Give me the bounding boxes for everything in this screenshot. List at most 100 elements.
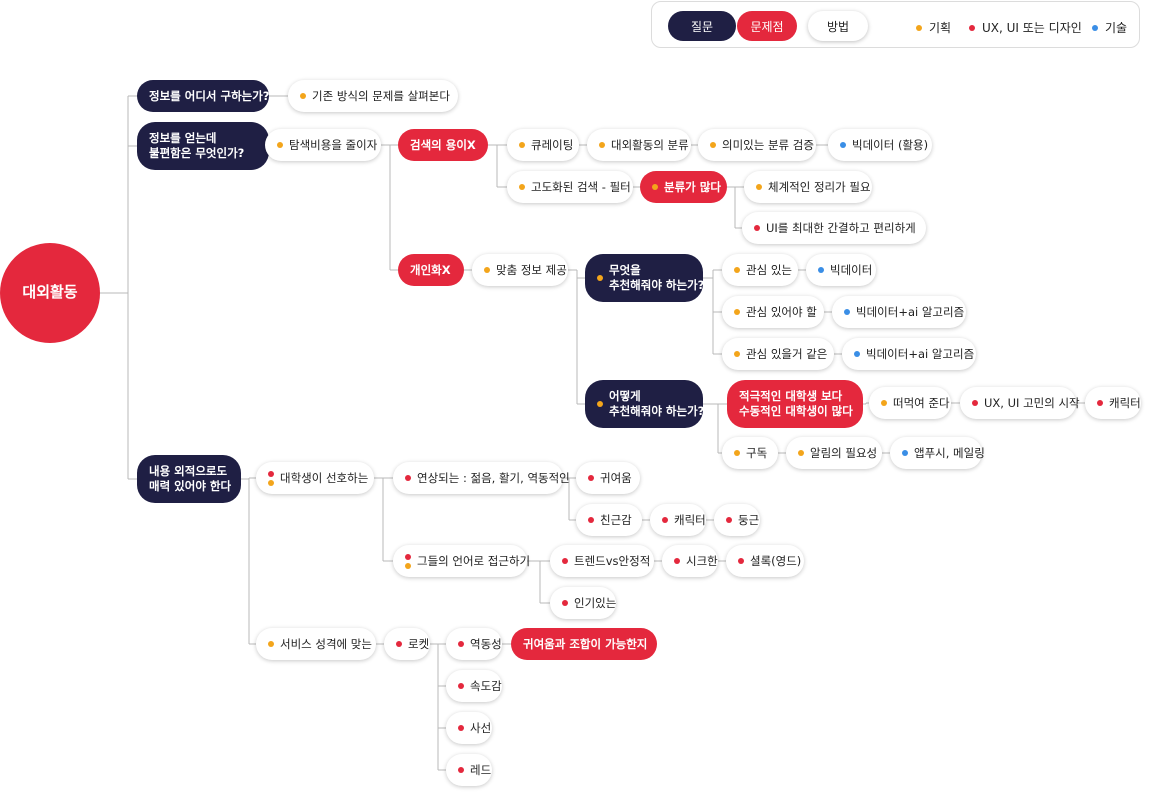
method-node-m28[interactable]: 둥근 <box>714 504 760 536</box>
category-dot <box>562 558 568 564</box>
legend-design: UX, UI 또는 디자인 <box>969 19 1082 36</box>
question-node-q4[interactable]: 어떻게 추천해줘야 하는가? <box>585 380 705 428</box>
node-label: 시크한 <box>686 553 718 568</box>
method-node-m34[interactable]: 서비스 성격에 맞는 <box>256 628 376 660</box>
method-node-m24[interactable]: 연상되는 : 젊음, 활기, 역동적인 <box>393 462 570 494</box>
method-node-m37[interactable]: 속도감 <box>446 670 502 702</box>
problem-node-p3[interactable]: 개인화X <box>398 254 464 286</box>
category-dot <box>734 450 740 456</box>
method-node-m2[interactable]: 탐색비용을 줄이자 <box>265 129 381 161</box>
legend-tech-dot <box>1092 24 1098 31</box>
method-node-m8[interactable]: 체계적인 정리가 필요 <box>744 171 872 203</box>
category-dots <box>405 552 411 570</box>
method-node-m29[interactable]: 그들의 언어로 접근하기 <box>393 545 530 577</box>
method-node-m11[interactable]: 관심 있는 <box>722 254 798 286</box>
category-dot <box>599 142 605 148</box>
category-dot <box>756 184 762 190</box>
node-label: 속도감 <box>470 678 502 693</box>
method-node-m4[interactable]: 대외활동의 분류 <box>587 129 691 161</box>
method-node-m18[interactable]: UX, UI 고민의 시작 <box>960 387 1080 419</box>
category-dot <box>818 267 824 273</box>
method-node-m30[interactable]: 트렌드vs안정적 <box>550 545 654 577</box>
method-node-m32[interactable]: 셜록(영드) <box>726 545 804 577</box>
method-node-m7[interactable]: 고도화된 검색 - 필터 <box>507 171 633 203</box>
category-dot <box>268 470 274 477</box>
category-dot <box>396 641 402 647</box>
method-node-m22[interactable]: 앱푸시, 메일링 <box>890 437 985 469</box>
method-node-m9[interactable]: UI를 최대한 간결하고 편리하게 <box>742 212 926 244</box>
node-label: 귀여움 <box>600 470 632 485</box>
method-node-m39[interactable]: 레드 <box>446 754 492 786</box>
method-node-m36[interactable]: 역동성 <box>446 628 502 660</box>
method-node-m27[interactable]: 캐릭터 <box>650 504 706 536</box>
method-node-m15[interactable]: 관심 있을거 같은 <box>722 338 834 370</box>
category-dot <box>277 142 283 148</box>
problem-node-p5[interactable]: 귀여움과 조합이 가능한지 <box>511 628 657 660</box>
method-node-m20[interactable]: 구독 <box>722 437 778 469</box>
node-label: 서비스 성격에 맞는 <box>280 636 372 651</box>
problem-node-p2[interactable]: 분류가 많다 <box>640 171 727 203</box>
method-node-m12[interactable]: 빅데이터 <box>806 254 876 286</box>
method-node-m17[interactable]: 떠먹여 준다 <box>869 387 951 419</box>
node-label: 트렌드vs안정적 <box>574 553 651 568</box>
problem-node-p1[interactable]: 검색의 용이X <box>398 129 488 161</box>
legend-problem-pill: 문제점 <box>737 11 797 41</box>
question-node-q5[interactable]: 내용 외적으로도 매력 있어야 한다 <box>137 455 241 503</box>
node-label: 관심 있어야 할 <box>746 304 817 319</box>
category-dot <box>844 309 850 315</box>
method-node-m13[interactable]: 관심 있어야 할 <box>722 296 824 328</box>
method-node-m25[interactable]: 귀여움 <box>576 462 640 494</box>
method-node-m10[interactable]: 맞춤 정보 제공 <box>472 254 568 286</box>
method-node-m19[interactable]: 캐릭터 <box>1085 387 1141 419</box>
question-node-q3[interactable]: 무엇을 추천해줘야 하는가? <box>585 254 705 302</box>
method-node-m33[interactable]: 인기있는 <box>550 587 616 619</box>
node-label: 귀여움과 조합이 가능한지 <box>523 636 648 651</box>
category-dot <box>1097 400 1103 406</box>
category-dot <box>300 93 306 99</box>
node-label: 큐레이팅 <box>531 137 574 152</box>
node-label: 검색의 용이X <box>410 137 476 152</box>
method-node-m6[interactable]: 빅데이터 (활용) <box>828 129 932 161</box>
node-label: 무엇을 추천해줘야 하는가? <box>609 263 705 292</box>
method-node-m21[interactable]: 알림의 필요성 <box>786 437 882 469</box>
problem-node-p4[interactable]: 적극적인 대학생 보다 수동적인 대학생이 많다 <box>727 380 863 428</box>
method-node-m5[interactable]: 의미있는 분류 검증 <box>698 129 816 161</box>
method-node-m16[interactable]: 빅데이터+ai 알고리즘 <box>842 338 976 370</box>
category-dot <box>458 767 464 773</box>
category-dot <box>405 553 411 560</box>
node-label: 내용 외적으로도 매력 있어야 한다 <box>149 464 232 493</box>
question-node-q1[interactable]: 정보를 어디서 구하는가? <box>137 80 269 112</box>
method-node-m38[interactable]: 사선 <box>446 712 492 744</box>
category-dot <box>734 351 740 357</box>
category-dot <box>562 600 568 606</box>
method-node-m35[interactable]: 로켓 <box>384 628 430 660</box>
root-label: 대외활동 <box>22 283 78 302</box>
question-node-q2[interactable]: 정보를 얻는데 불편함은 무엇인가? <box>137 122 269 170</box>
method-node-m3[interactable]: 큐레이팅 <box>507 129 579 161</box>
legend-method-pill: 방법 <box>808 11 868 41</box>
category-dot <box>798 450 804 456</box>
method-node-m26[interactable]: 친근감 <box>576 504 642 536</box>
category-dot <box>588 517 594 523</box>
node-label: 어떻게 추천해줘야 하는가? <box>609 389 705 418</box>
node-label: 친근감 <box>600 512 632 527</box>
node-label: 분류가 많다 <box>664 179 721 194</box>
node-label: 알림의 필요성 <box>810 445 878 460</box>
category-dot <box>458 641 464 647</box>
category-dot <box>268 641 274 647</box>
method-node-m14[interactable]: 빅데이터+ai 알고리즘 <box>832 296 966 328</box>
legend-tech-label: 기술 <box>1105 21 1128 35</box>
method-node-m23[interactable]: 대학생이 선호하는 <box>256 462 374 494</box>
category-dot <box>519 142 525 148</box>
category-dot <box>597 401 603 407</box>
method-node-m1[interactable]: 기존 방식의 문제를 살펴본다 <box>288 80 458 112</box>
node-label: 정보를 어디서 구하는가? <box>149 88 270 103</box>
category-dot <box>674 558 680 564</box>
node-label: 레드 <box>470 762 492 777</box>
root-node[interactable]: 대외활동 <box>0 243 100 343</box>
method-node-m31[interactable]: 시크한 <box>662 545 718 577</box>
node-label: 정보를 얻는데 불편함은 무엇인가? <box>149 131 245 160</box>
node-label: 기존 방식의 문제를 살펴본다 <box>312 88 450 103</box>
